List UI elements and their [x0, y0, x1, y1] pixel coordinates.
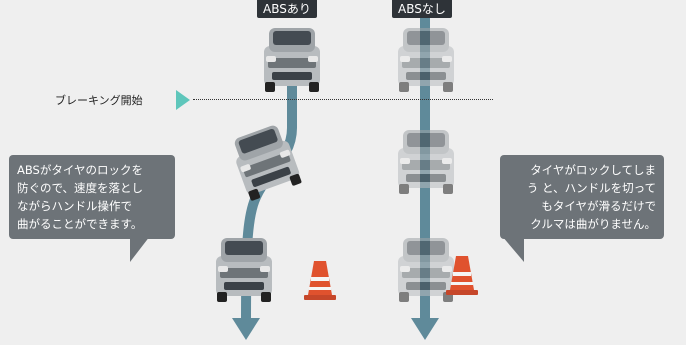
braking-line [193, 99, 493, 100]
callout-abs-off-text: タイヤがロックしてしま う と、ハンドルを切って もタイヤが滑るだけで クルマは… [508, 161, 656, 233]
car-abs-on-1 [264, 28, 320, 92]
car-abs-off-2 [398, 130, 454, 194]
braking-marker-icon [176, 90, 190, 110]
abs-on-arrowhead [232, 318, 260, 340]
car-abs-on-3 [216, 238, 272, 302]
callout-abs-on: ABSがタイヤのロックを 防ぐので、速度を落とし ながらハンドル操作で 曲がるこ… [9, 155, 175, 239]
abs-off-arrowhead [411, 318, 439, 340]
callout-abs-on-tail [130, 236, 150, 262]
car-abs-off-3 [398, 238, 454, 302]
car-abs-off-1 [398, 28, 454, 92]
callout-abs-off: タイヤがロックしてしま う と、ハンドルを切って もタイヤが滑るだけで クルマは… [500, 155, 664, 239]
traffic-cone-icon [304, 261, 336, 300]
braking-start-label: ブレーキング開始 [55, 92, 143, 108]
callout-abs-off-tail [502, 236, 524, 262]
abs-on-label: ABSあり [257, 0, 317, 18]
abs-off-label: ABSなし [392, 0, 452, 18]
callout-abs-on-text: ABSがタイヤのロックを 防ぐので、速度を落とし ながらハンドル操作で 曲がるこ… [17, 161, 167, 233]
